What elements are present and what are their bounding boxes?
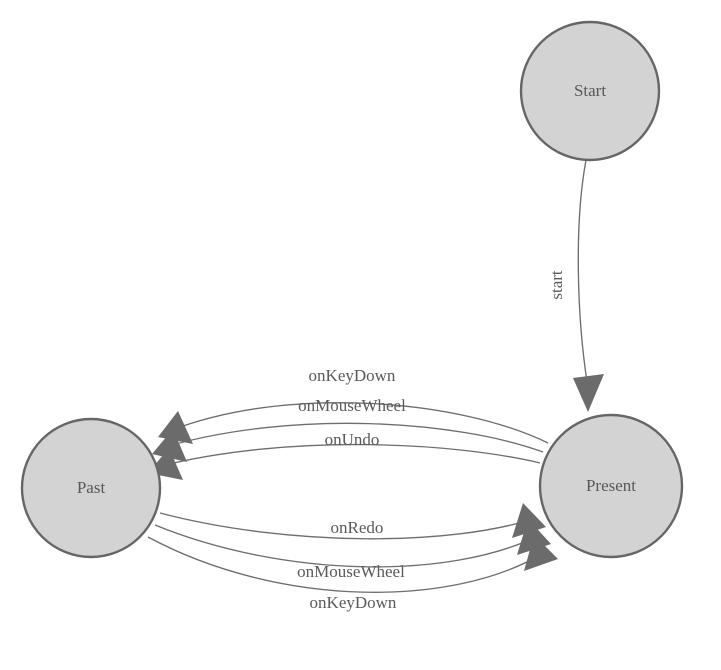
edge-present-past-onkeydown[interactable]: onKeyDown xyxy=(158,366,549,444)
node-start[interactable]: Start xyxy=(519,20,661,162)
node-label: Present xyxy=(586,476,636,495)
edge-line xyxy=(171,402,549,444)
edge-line xyxy=(159,512,537,540)
edge-present-past-onmousewheel[interactable]: onMouseWheel xyxy=(152,396,544,462)
edge-label: start xyxy=(547,270,566,300)
edge-label: onMouseWheel xyxy=(297,562,405,581)
edge-start-present[interactable]: start xyxy=(547,159,604,412)
arrowhead-icon xyxy=(524,535,558,571)
node-past[interactable]: Past xyxy=(20,417,162,559)
edge-line xyxy=(577,159,589,389)
node-label: Past xyxy=(77,478,106,497)
edge-line xyxy=(147,536,546,593)
edge-past-present-onredo[interactable]: onRedo xyxy=(159,503,546,540)
node-circle xyxy=(538,413,684,559)
node-label: Start xyxy=(574,81,606,100)
node-circle xyxy=(20,417,162,559)
edge-line xyxy=(160,443,541,467)
edge-line xyxy=(154,524,541,568)
edge-past-present-onkeydown[interactable]: onKeyDown xyxy=(147,535,558,612)
arrowhead-icon xyxy=(152,429,187,462)
edge-label: onKeyDown xyxy=(309,366,396,385)
node-circle xyxy=(519,20,661,162)
edge-label: onKeyDown xyxy=(310,593,397,612)
edge-line xyxy=(164,422,544,453)
arrowhead-icon xyxy=(573,374,604,412)
arrowhead-icon xyxy=(158,411,193,444)
edge-label: onMouseWheel xyxy=(298,396,406,415)
edge-label: onRedo xyxy=(331,518,384,537)
edge-present-past-onundo[interactable]: onUndo xyxy=(148,430,541,480)
edge-label: onUndo xyxy=(325,430,380,449)
edges-layer: start onKeyDown onMouseWheel onUndo onRedo on… xyxy=(147,159,604,612)
node-present[interactable]: Present xyxy=(538,413,684,559)
